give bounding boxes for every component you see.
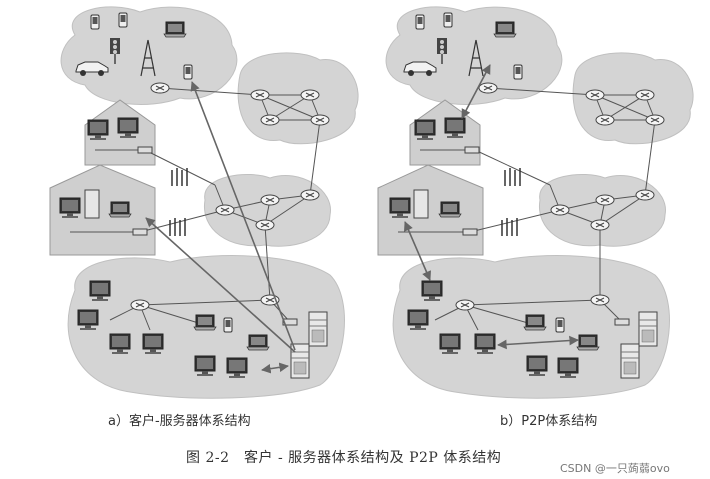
modem-icon <box>615 319 629 325</box>
mobile-phone-icon <box>416 15 424 29</box>
modem-icon <box>133 229 147 235</box>
router-icon <box>261 195 279 205</box>
mobile-phone-icon <box>184 65 192 79</box>
router-icon <box>479 83 497 93</box>
router-icon <box>646 115 664 125</box>
antenna-icon <box>505 168 520 186</box>
mobile-phone-icon <box>91 15 99 29</box>
laptop-icon <box>524 315 546 330</box>
panel-p2p <box>378 7 693 398</box>
modem-icon <box>465 147 479 153</box>
mobile-network-cloud <box>386 7 562 105</box>
laptop-icon <box>577 335 599 350</box>
router-icon <box>216 205 234 215</box>
caption-client-server: a）客户-服务器体系结构 <box>108 410 251 429</box>
modem-icon <box>138 147 152 153</box>
router-icon <box>456 300 474 310</box>
router-icon <box>251 90 269 100</box>
router-icon <box>256 220 274 230</box>
mobile-phone-icon <box>556 318 564 332</box>
mobile-phone-icon <box>444 13 452 27</box>
laptop-icon <box>247 335 269 350</box>
router-icon <box>591 295 609 305</box>
mobile-phone-icon <box>514 65 522 79</box>
router-icon <box>551 205 569 215</box>
mobile-network-cloud <box>61 7 237 105</box>
router-icon <box>591 220 609 230</box>
router-icon <box>596 115 614 125</box>
mobile-phone-icon <box>224 318 232 332</box>
server-icon <box>639 312 657 346</box>
mobile-phone-icon <box>119 13 127 27</box>
caption-p2p: b）P2P体系结构 <box>500 410 597 429</box>
laptop-icon <box>164 22 186 37</box>
laptop-icon <box>109 202 131 217</box>
refrigerator-icon <box>414 190 428 218</box>
router-icon <box>261 115 279 125</box>
router-icon <box>596 195 614 205</box>
laptop-icon <box>194 315 216 330</box>
panel-client-server <box>50 7 358 398</box>
router-icon <box>151 83 169 93</box>
server-icon <box>291 344 309 378</box>
antenna-icon <box>172 168 187 186</box>
server-icon <box>621 344 639 378</box>
refrigerator-icon <box>85 190 99 218</box>
laptop-icon <box>439 202 461 217</box>
router-icon <box>311 115 329 125</box>
watermark: CSDN @一只蒟蒻ovo <box>560 460 670 476</box>
router-icon <box>131 300 149 310</box>
router-icon <box>636 90 654 100</box>
router-icon <box>301 190 319 200</box>
figure-caption: 图 2-2 客户 - 服务器体系结构及 P2P 体系结构 <box>186 447 501 467</box>
server-icon <box>309 312 327 346</box>
modem-icon <box>463 229 477 235</box>
router-icon <box>636 190 654 200</box>
laptop-icon <box>494 22 516 37</box>
router-icon <box>586 90 604 100</box>
router-icon <box>301 90 319 100</box>
